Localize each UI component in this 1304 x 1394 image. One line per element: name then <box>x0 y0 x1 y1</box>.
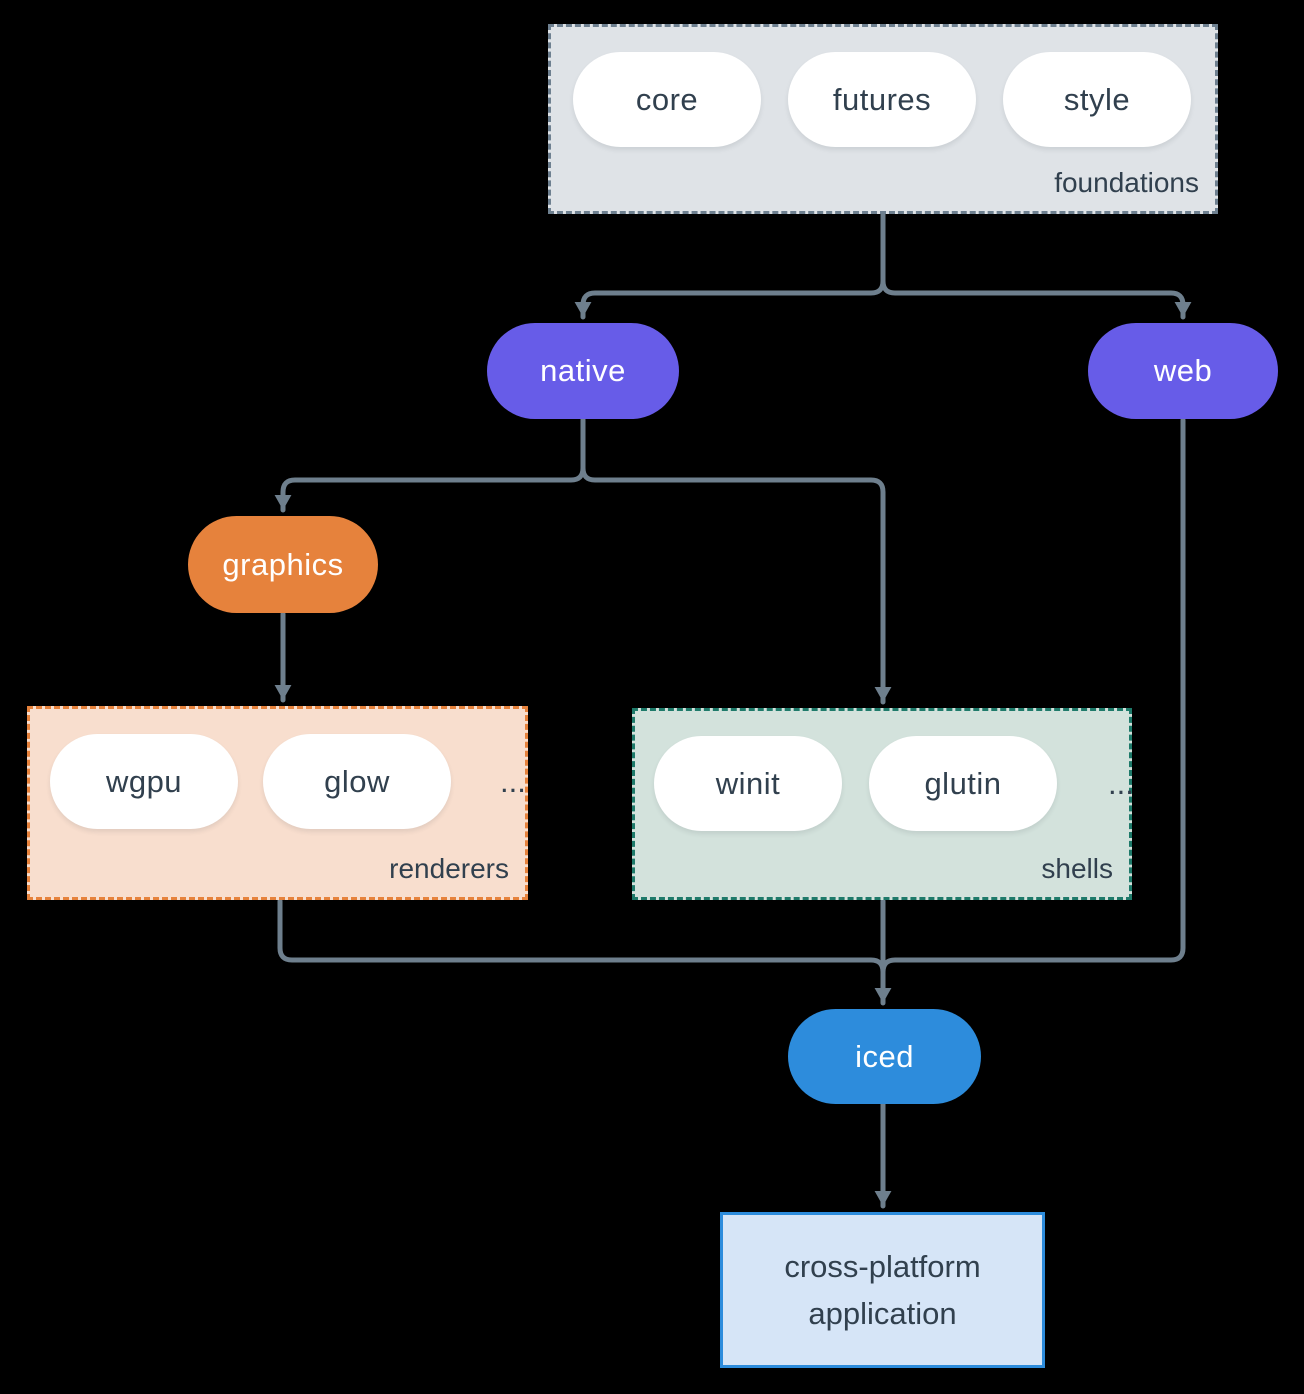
node-style: style <box>1003 52 1191 147</box>
foundations-box: core futures style foundations <box>548 24 1218 214</box>
edge-native-shells <box>580 417 892 705</box>
renderers-ellipsis: ... <box>500 763 526 799</box>
foundations-label: foundations <box>1054 167 1199 198</box>
node-graphics: graphics <box>188 516 378 613</box>
node-glow: glow <box>263 734 451 829</box>
shells-pill-row: winit glutin ... <box>635 711 1134 831</box>
node-web: web <box>1088 323 1278 419</box>
edge-foundations-native <box>574 211 886 320</box>
edge-web-iced <box>880 417 1186 988</box>
node-iced: iced <box>788 1009 981 1104</box>
shells-box: winit glutin ... shells <box>632 708 1134 900</box>
edge-native-graphics <box>274 417 586 513</box>
node-futures: futures <box>788 52 976 147</box>
node-winit: winit <box>654 736 842 831</box>
node-core: core <box>573 52 761 147</box>
renderers-label: renderers <box>389 853 509 884</box>
edge-foundations-web <box>880 211 1192 320</box>
node-cross-platform-application: cross-platform application <box>720 1212 1045 1368</box>
node-glutin: glutin <box>869 736 1057 831</box>
edge-renderers-iced <box>277 898 886 988</box>
node-native: native <box>487 323 679 419</box>
shells-label: shells <box>1041 853 1113 884</box>
node-wgpu: wgpu <box>50 734 238 829</box>
foundations-pill-row: core futures style <box>551 27 1215 147</box>
renderers-box: wgpu glow ... renderers <box>27 706 528 900</box>
shells-ellipsis: ... <box>1108 765 1134 801</box>
renderers-pill-row: wgpu glow ... <box>30 709 526 829</box>
